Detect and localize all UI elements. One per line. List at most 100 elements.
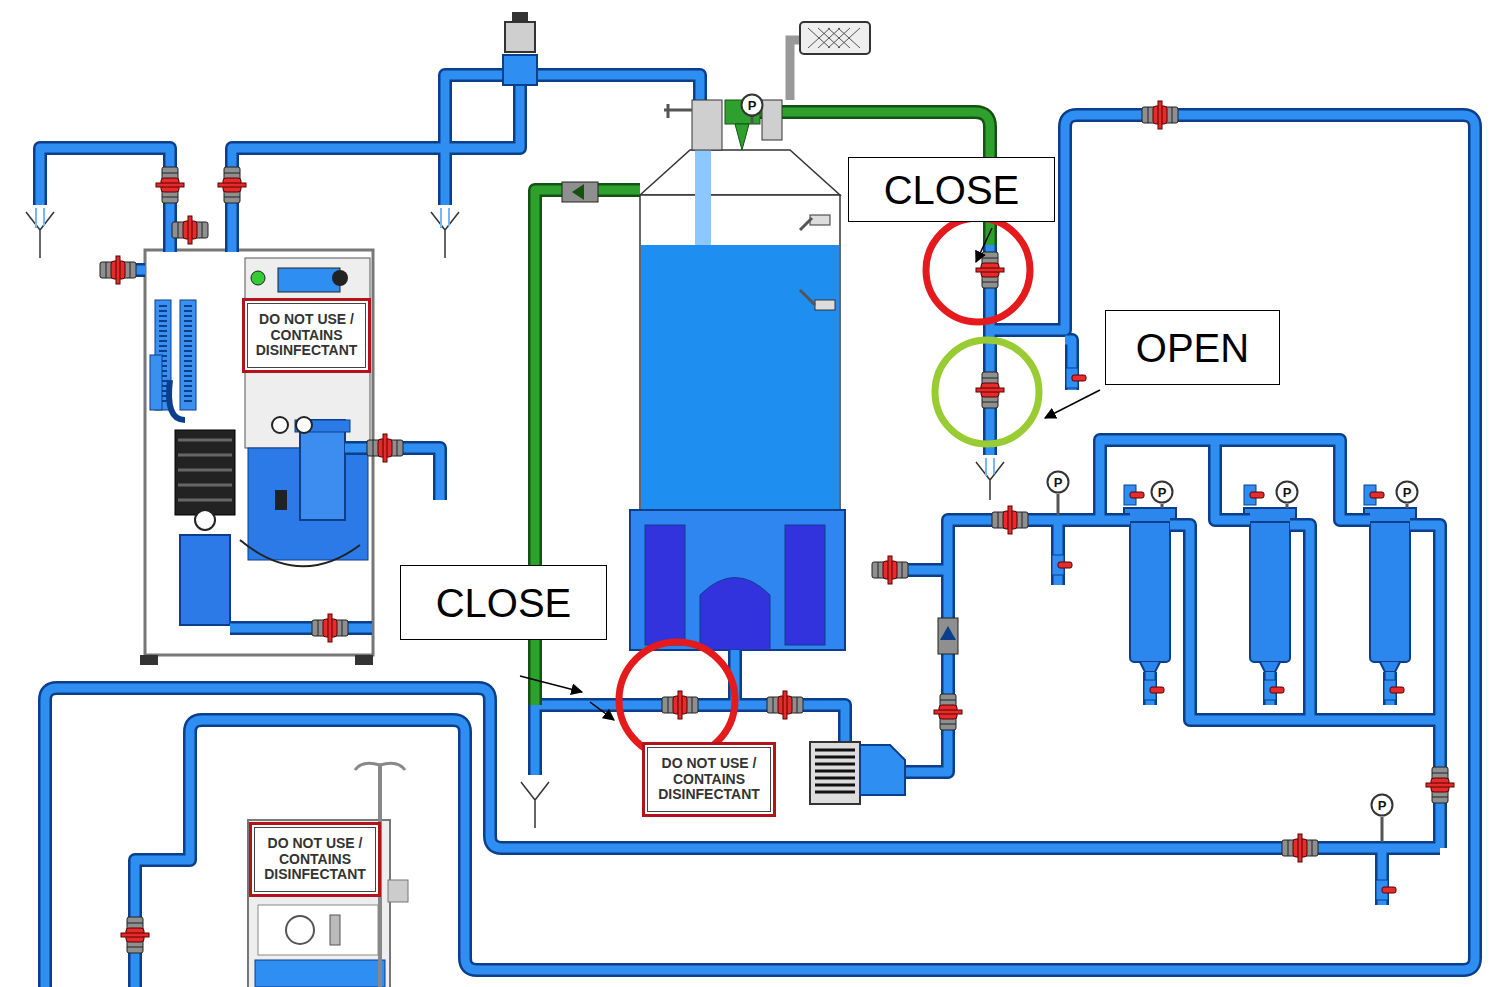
ro-unit [278,268,340,292]
dialysis-cart [248,763,408,987]
blue-pipe [40,148,170,252]
ro-unit [300,420,345,520]
storage-tank [645,525,685,645]
gauge-stems [752,117,1407,842]
storage-tank [800,290,815,305]
filter-housings [1370,512,1410,662]
tank-top-fittings [790,40,800,100]
valves [662,691,698,719]
callout-circles [935,340,1039,444]
valves [1144,680,1164,700]
warning-sign: DO NOT USE / CONTAINS DISINFECTANT [242,298,371,373]
filter-housings [1250,512,1290,662]
valves [156,167,184,203]
gauge-stems [1161,504,1164,508]
blue-pipe [45,688,1440,987]
solenoid-valve [505,22,535,52]
blue-pipe [232,75,700,252]
ro-unit [150,355,162,410]
drain-funnels [26,212,54,258]
callout-circles [619,218,1039,758]
tank-top-fittings [762,100,782,140]
filter-housings [1130,512,1170,662]
gauge-letter: P [1403,486,1412,499]
valves [1142,101,1178,129]
drain-funnels [976,462,1004,500]
dialysis-cart [388,880,408,902]
check-valves [562,182,598,202]
ro-unit [195,510,215,530]
callout-text: OPEN [1136,326,1249,370]
dialysis-cart [355,763,405,770]
valves [976,372,1004,408]
ro-unit [140,250,373,665]
blue-pipe [1215,440,1250,520]
drain-funnels [521,782,549,828]
pressure-gauge: P [1046,470,1070,494]
tank-top-fittings [800,22,870,54]
leader-arrows [520,228,1100,720]
filter-housings [1244,508,1296,522]
pressure-gauge: P [1370,793,1394,817]
storage-tank [630,150,845,650]
gauge-stems [1381,817,1384,842]
valves [1244,485,1264,505]
warning-sign: DO NOT USE / CONTAINS DISINFECTANT [642,742,776,817]
filter-housings [1364,508,1416,522]
storage-tank [641,245,839,510]
gauge-dial-ring [742,95,763,116]
warning-text: DO NOT USE / CONTAINS DISINFECTANT [649,756,769,803]
pump [810,742,860,804]
blue-pipe [1170,525,1440,720]
ro-unit [140,655,158,665]
dialysis-cart [286,916,314,944]
check-valves [562,182,958,654]
valves [767,691,803,719]
storage-tank [695,150,711,245]
blue-pipe [135,115,1475,987]
solenoid-valve [503,55,537,85]
valves [976,252,1004,288]
valves [1052,555,1072,575]
gauge-letter: P [1054,476,1063,489]
blue-pipe [1100,440,1370,520]
callout-text: CLOSE [884,168,1020,212]
check-valves [938,618,958,654]
check-valves [572,184,584,200]
valves [1364,485,1384,505]
pump [815,750,855,792]
ro-unit [178,440,232,500]
storage-tank [630,510,845,650]
valves [1264,680,1284,700]
blue-pipe [40,75,1475,987]
leader-arrows [590,702,614,720]
callout-box: CLOSE [848,157,1055,222]
warning-text: DO NOT USE / CONTAINS DISINFECTANT [256,836,374,883]
pump [860,745,905,795]
tank-top-fittings [664,22,870,150]
gauge-dial-ring [1397,482,1418,503]
ro-unit [180,535,230,625]
ro-unit [275,490,287,510]
gauge-letter: P [748,99,757,112]
gauge-dial-ring [1372,795,1393,816]
dialysis-cart [255,960,385,987]
filter-housings [1140,662,1400,672]
dialysis-cart [258,905,378,955]
gauge-stems [1286,504,1289,508]
warning-text: DO NOT USE / CONTAINS DISINFECTANT [249,312,364,359]
ro-unit [272,417,288,433]
storage-tank [640,150,840,195]
leader-arrows [520,676,582,692]
drain-funnels [36,208,994,476]
ro-unit [296,417,312,433]
valves [367,434,403,462]
blue-pipe [445,75,520,205]
solenoid-valve [512,12,528,22]
valves [100,256,136,284]
gauge-stems [1406,504,1409,508]
solenoid-valve [503,12,537,85]
filter-housings [1124,508,1416,672]
storage-tank [810,215,830,225]
valves [218,167,246,203]
